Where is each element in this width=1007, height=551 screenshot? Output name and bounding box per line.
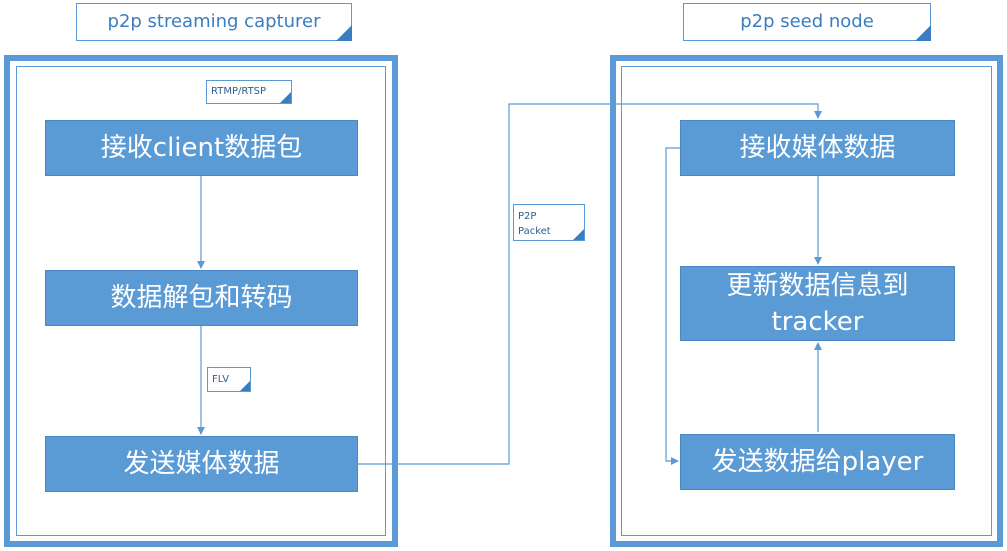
seed-step-receive-media: 接收媒体数据 — [680, 120, 955, 176]
capturer-title: p2p streaming capturer — [76, 3, 352, 41]
tag-flv-fold-icon — [240, 381, 250, 391]
tag-rtmp-fold-icon — [280, 92, 291, 103]
tag-p2p-fold-icon — [573, 229, 584, 240]
capturer-panel-inner-border — [16, 66, 386, 536]
capturer-step-unpack-transcode: 数据解包和转码 — [45, 270, 358, 326]
tag-rtmp-rtsp: RTMP/RTSP — [206, 80, 292, 104]
capturer-step-receive-client-packets: 接收client数据包 — [45, 120, 358, 176]
seed-title-fold-icon — [915, 25, 931, 41]
arrow-capturer-to-seed — [358, 103, 822, 465]
seed-step-send-to-player: 发送数据给player — [680, 434, 955, 490]
capturer-step-send-media: 发送媒体数据 — [45, 436, 358, 492]
seed-panel-inner-border — [621, 66, 992, 536]
seed-title: p2p seed node — [683, 3, 931, 41]
capturer-title-text: p2p streaming capturer — [107, 11, 321, 32]
seed-title-text: p2p seed node — [740, 11, 874, 32]
seed-step-update-tracker: 更新数据信息到 tracker — [680, 266, 955, 341]
capturer-title-fold-icon — [336, 25, 352, 41]
arrow-seed-step1-to-step3 — [665, 147, 680, 465]
